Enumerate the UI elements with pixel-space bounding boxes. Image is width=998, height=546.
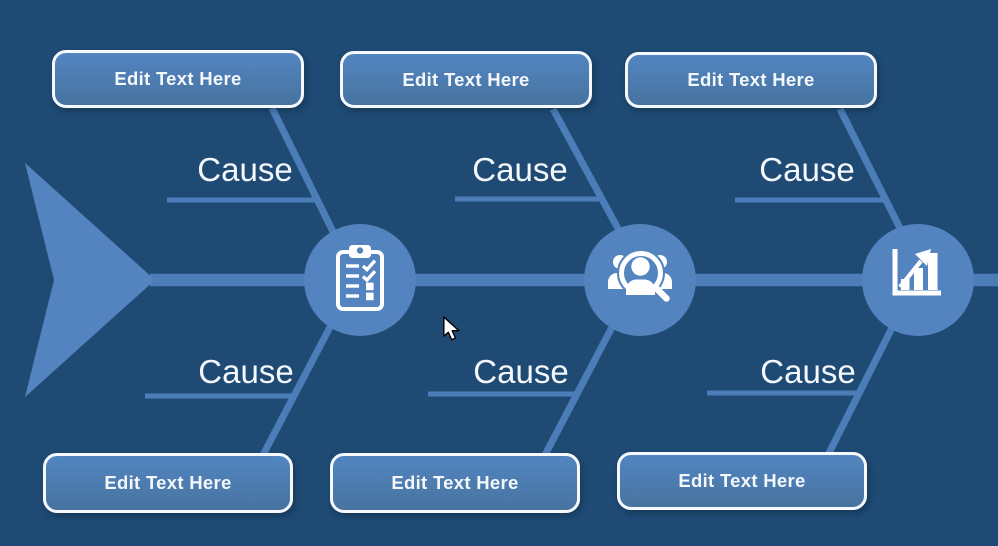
- cause-label-bottom-1[interactable]: Cause: [198, 353, 294, 390]
- cause-label-bottom-2[interactable]: Cause: [473, 353, 569, 390]
- edit-text-placeholder-top-2[interactable]: Edit Text Here: [340, 51, 592, 108]
- cause-label-bottom-3[interactable]: Cause: [760, 353, 856, 390]
- edit-text-label: Edit Text Here: [104, 472, 232, 493]
- edit-text-placeholder-bottom-2[interactable]: Edit Text Here: [330, 453, 580, 513]
- edit-text-label: Edit Text Here: [402, 68, 530, 90]
- growth-chart-icon: [892, 249, 941, 296]
- edit-text-label: Edit Text Here: [114, 68, 242, 89]
- edit-text-placeholder-bottom-3[interactable]: Edit Text Here: [617, 452, 867, 510]
- rib-line-bottom-1: [259, 306, 344, 457]
- rib-line-bottom-2: [541, 306, 626, 457]
- cause-label-top-1[interactable]: Cause: [197, 151, 293, 188]
- audience-search-icon: [608, 249, 672, 302]
- edit-text-label: Edit Text Here: [678, 470, 806, 491]
- cause-label-top-2[interactable]: Cause: [472, 151, 568, 188]
- edit-text-placeholder-bottom-1[interactable]: Edit Text Here: [43, 453, 293, 513]
- edit-text-label: Edit Text Here: [391, 472, 519, 493]
- rib-line-bottom-3: [824, 306, 906, 457]
- mouse-cursor: [443, 316, 460, 341]
- edit-text-placeholder-top-1[interactable]: Edit Text Here: [52, 50, 304, 108]
- cause-label-top-3[interactable]: Cause: [759, 151, 855, 188]
- node-circle-1[interactable]: [304, 224, 416, 336]
- fish-head-arrow: [25, 163, 155, 397]
- edit-text-placeholder-top-3[interactable]: Edit Text Here: [625, 52, 877, 108]
- clipboard-checklist-icon: [336, 245, 384, 311]
- edit-text-label: Edit Text Here: [687, 69, 815, 90]
